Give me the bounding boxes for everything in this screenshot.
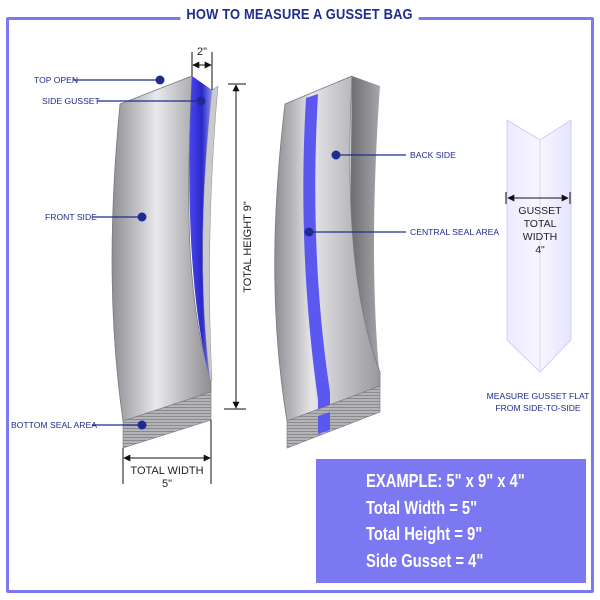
- callout-dot-icon: [196, 96, 206, 106]
- central-seal-bottom: [318, 412, 330, 434]
- side-gusset-label: SIDE GUSSET: [42, 96, 101, 106]
- front-side-label: FRONT SIDE: [45, 212, 97, 222]
- gusset-flat-line1: GUSSET: [518, 205, 562, 217]
- callout-dot-icon: [304, 227, 314, 237]
- gusset-flat-line2: TOTAL: [524, 218, 557, 230]
- central-seal-label: CENTRAL SEAL AREA: [410, 227, 499, 237]
- back-panel: [274, 75, 381, 422]
- gusset-caption-2: FROM SIDE-TO-SIDE: [495, 403, 581, 413]
- gusset-top-label: 2": [197, 46, 207, 58]
- width-value: 5": [162, 478, 172, 490]
- callout-dot-icon: [137, 420, 147, 430]
- gusset-caption-1: MEASURE GUSSET FLAT: [487, 391, 591, 401]
- height-label: TOTAL HEIGHT 9": [242, 201, 254, 293]
- top-open-label: TOP OPEN: [34, 75, 78, 85]
- gusset-flat-line3: WIDTH: [523, 231, 557, 243]
- callout-dot-icon: [155, 75, 165, 85]
- bottom-seal-label: BOTTOM SEAL AREA: [11, 420, 97, 430]
- back-side-label: BACK SIDE: [410, 150, 456, 160]
- gusset-edge: [202, 85, 219, 381]
- width-label: TOTAL WIDTH: [130, 465, 203, 477]
- example-line-1: EXAMPLE: 5" x 9" x 4": [366, 471, 525, 491]
- front-bag: [111, 75, 219, 449]
- dimension-lines: 2" TOTAL HEIGHT 9" TOTAL WIDTH 5": [122, 46, 254, 490]
- callout-dot-icon: [137, 212, 147, 222]
- example-line-3: Total Height = 9": [366, 524, 483, 544]
- front-panel: [111, 75, 212, 422]
- example-line-2: Total Width = 5": [366, 497, 478, 518]
- flat-gusset: GUSSET TOTAL WIDTH 4" MEASURE GUSSET FLA…: [487, 119, 591, 413]
- gusset-flat-line4: 4": [535, 244, 545, 256]
- callouts: TOP OPEN SIDE GUSSET FRONT SIDE BOTTOM S…: [11, 75, 499, 430]
- back-bag: [274, 75, 381, 449]
- example-line-4: Side Gusset = 4": [366, 550, 484, 571]
- central-seal-strip: [303, 94, 330, 432]
- callout-dot-icon: [331, 150, 341, 160]
- back-bottom-seal: [286, 385, 381, 449]
- example-box: EXAMPLE: 5" x 9" x 4" Total Width = 5" T…: [316, 459, 586, 583]
